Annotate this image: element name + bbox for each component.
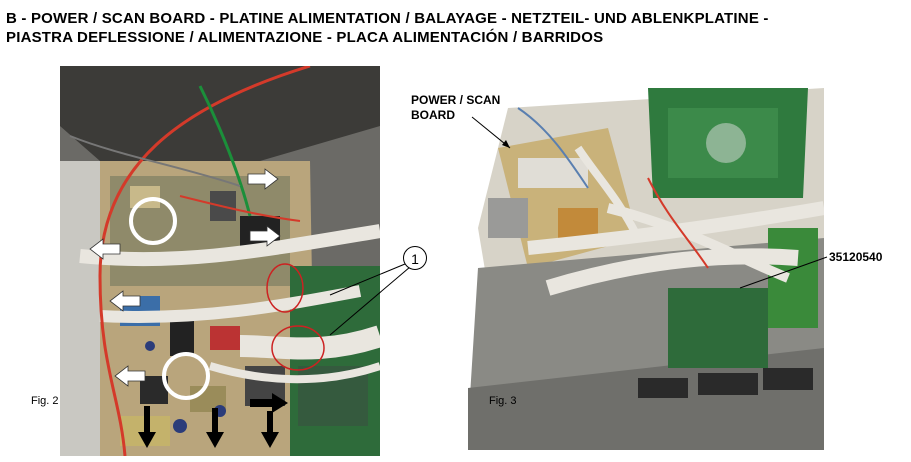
fig2-illustration	[60, 66, 380, 456]
power-scan-board-label: POWER / SCAN BOARD	[411, 93, 501, 122]
page-title-line-1: B - POWER / SCAN BOARD - PLATINE ALIMENT…	[6, 10, 769, 27]
fig2-caption: Fig. 2	[31, 395, 59, 407]
callout-number-1: 1	[403, 246, 427, 270]
fig3-illustration	[468, 88, 824, 450]
page-title-line-2: PIASTRA DEFLESSIONE / ALIMENTAZIONE - PL…	[6, 29, 604, 46]
part-number-label: 35120540	[829, 250, 883, 264]
fig3-caption: Fig. 3	[489, 395, 517, 407]
fig3-photo	[468, 88, 824, 450]
fig2-photo	[60, 66, 380, 456]
